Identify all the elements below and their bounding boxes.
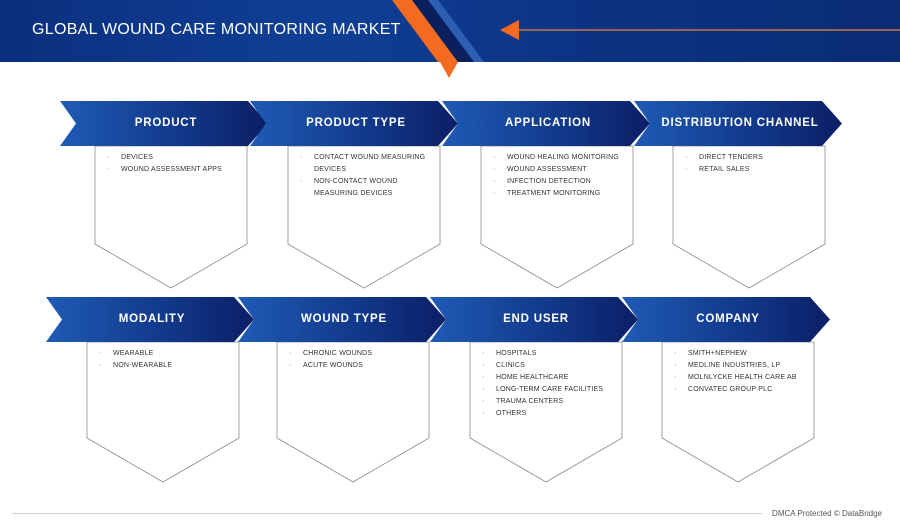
list-item: DEVICES [107,152,241,164]
list-item: NON-WEARABLE [99,360,233,372]
list-item: HOME HEALTHCARE [482,372,616,384]
list-item: WOUND ASSESSMENT [493,164,627,176]
category-items-wound-type: CHRONIC WOUNDSACUTE WOUNDS [289,348,423,372]
list-item: WOUND ASSESSMENT APPS [107,164,241,176]
category-label-product: PRODUCT [134,116,198,129]
chevron-distribution-channel [634,101,842,146]
category-items-company: SMITH+NEPHEWMEDLINE INDUSTRIES, LPMOLNLY… [674,348,808,396]
category-items-product: DEVICESWOUND ASSESSMENT APPS [107,152,241,176]
orange-stripe-decoration [392,0,458,62]
chevron-product [60,101,268,146]
list-item: RETAIL SALES [685,164,819,176]
list-item: CLINICS [482,360,616,372]
left-arrow-icon [500,20,519,40]
chevron-product-type [250,101,458,146]
list-item: TRAUMA CENTERS [482,396,616,408]
chevron-application [442,101,650,146]
list-item: INFECTION DETECTION [493,176,627,188]
list-item: TREATMENT MONITORING [493,188,627,200]
diagram-canvas [46,101,842,483]
list-item: HOSPITALS [482,348,616,360]
list-item: ACUTE WOUNDS [289,360,423,372]
category-label-application: APPLICATION [505,116,591,129]
list-item: MOLNLYCKE HEALTH CARE AB [674,372,808,384]
list-item: CONVATEC GROUP PLC [674,384,808,396]
category-items-product-type: CONTACT WOUND MEASURING DEVICESNON-CONTA… [300,152,434,200]
light-stripe-decoration [428,0,484,62]
category-label-wound-type: WOUND TYPE [301,312,387,325]
footer-copyright: DMCA Protected © DataBridge [772,509,882,518]
chevron-company [622,297,830,342]
list-item: CONTACT WOUND MEASURING DEVICES [300,152,434,176]
category-label-end-user: END USER [503,312,569,325]
list-item: OTHERS [482,408,616,420]
header-banner: GLOBAL WOUND CARE MONITORING MARKET [0,0,900,62]
list-item: DIRECT TENDERS [685,152,819,164]
header-decoration [392,0,900,62]
list-item: WOUND HEALING MONITORING [493,152,627,164]
category-items-application: WOUND HEALING MONITORINGWOUND ASSESSMENT… [493,152,627,200]
chevron-wound-type [238,297,446,342]
category-label-company: COMPANY [696,312,760,325]
category-label-product-type: PRODUCT TYPE [306,116,406,129]
category-items-distribution-channel: DIRECT TENDERSRETAIL SALES [685,152,819,176]
list-item: LONG-TERM CARE FACILITIES [482,384,616,396]
list-item: MEDLINE INDUSTRIES, LP [674,360,808,372]
footer-divider [12,513,762,514]
category-items-end-user: HOSPITALSCLINICSHOME HEALTHCARELONG-TERM… [482,348,616,420]
list-item: NON-CONTACT WOUND MEASURING DEVICES [300,176,434,200]
category-label-modality: MODALITY [118,312,186,325]
list-item: WEARABLE [99,348,233,360]
list-item: SMITH+NEPHEW [674,348,808,360]
category-items-modality: WEARABLENON-WEARABLE [99,348,233,372]
list-item: CHRONIC WOUNDS [289,348,423,360]
chevron-end-user [430,297,638,342]
category-label-distribution-channel: DISTRIBUTION CHANNEL [661,116,819,129]
page-title: GLOBAL WOUND CARE MONITORING MARKET [32,21,401,38]
chevron-modality [46,297,254,342]
dark-stripe-decoration [412,0,474,62]
